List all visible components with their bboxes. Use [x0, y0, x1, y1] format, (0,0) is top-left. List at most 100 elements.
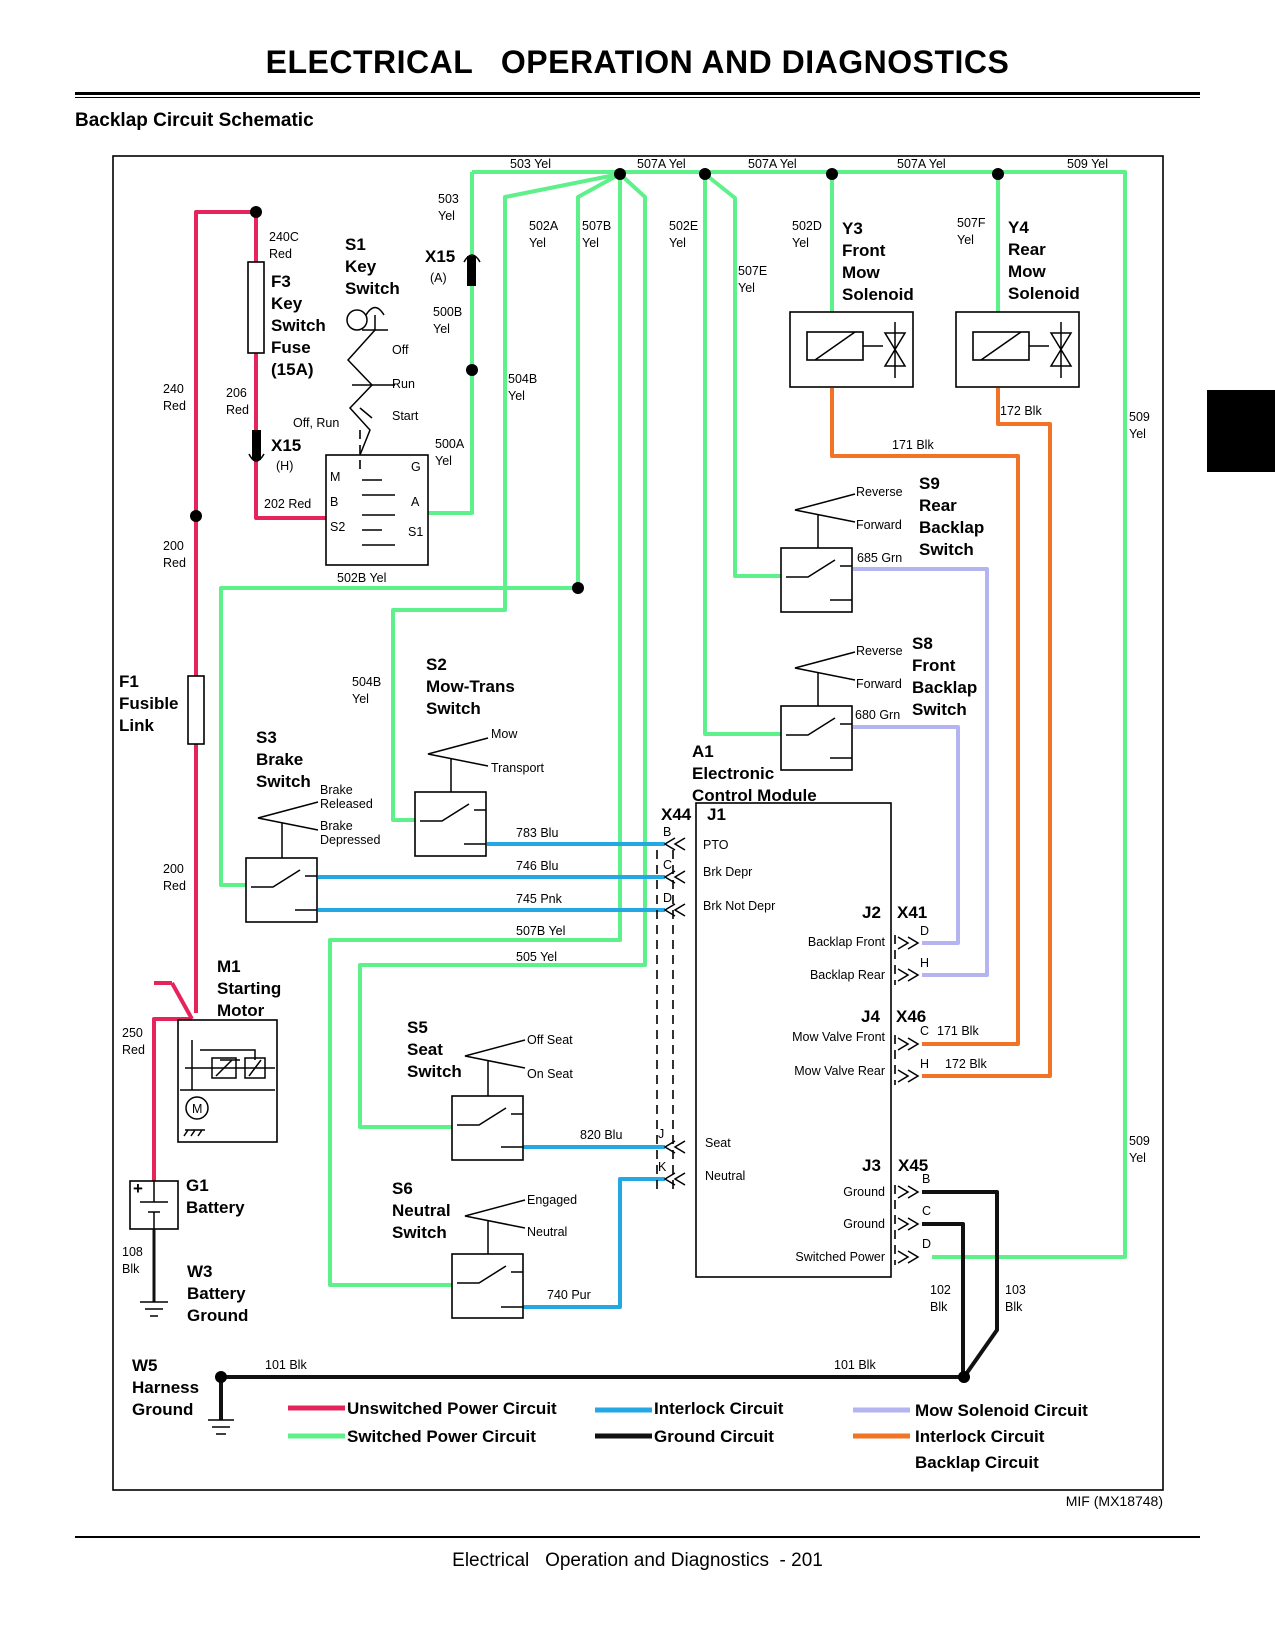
j2-id: J2: [862, 903, 881, 922]
wire-label: 504B: [508, 372, 537, 386]
wire-label: 101 Blk: [834, 1358, 876, 1372]
header-rule: [75, 92, 1200, 95]
wire-172: [922, 388, 1052, 1078]
j1-id: J1: [707, 805, 726, 824]
s8-id: S8: [912, 634, 933, 653]
s1-position: Off: [392, 343, 409, 357]
f3-id: F3: [271, 272, 291, 291]
component-labels: S1 Key Switch Off Run Start Off, Run G M…: [119, 218, 1080, 1419]
f3-label: Fuse: [271, 338, 311, 357]
j2-pin: H: [920, 956, 929, 970]
wire-label: 507B: [582, 219, 611, 233]
s6-label: Neutral: [392, 1201, 451, 1220]
wire-label: Yel: [792, 236, 809, 250]
wire-label: 745 Pnk: [516, 892, 563, 906]
splice-dot: [190, 510, 202, 522]
wire-502e: [703, 174, 786, 736]
s6-position: Engaged: [527, 1193, 577, 1207]
w5-label: Harness: [132, 1378, 199, 1397]
s1-position: Run: [392, 377, 415, 391]
s3-position: Brake: [320, 783, 353, 797]
g1-plus: +: [133, 1179, 143, 1198]
wire-label: Yel: [957, 233, 974, 247]
wire-label: 507A Yel: [637, 157, 686, 171]
s2-position: Mow: [491, 727, 518, 741]
s1-pin: M: [330, 470, 340, 484]
x15a-sub: (A): [430, 271, 447, 285]
wire-507e: [703, 172, 786, 578]
s2-id: S2: [426, 655, 447, 674]
s8-position: Forward: [856, 677, 902, 691]
a1-label: Electronic: [692, 764, 774, 783]
s1-position: Off, Run: [293, 416, 339, 430]
s9-label: Switch: [919, 540, 974, 559]
wire-label: 507A Yel: [897, 157, 946, 171]
j3-pin: C: [922, 1204, 931, 1218]
wire-label: Yel: [738, 281, 755, 295]
j3-signal: Ground: [843, 1217, 885, 1231]
wire-label: Red: [269, 247, 292, 261]
wires: [152, 170, 1127, 1420]
w3-label: Battery: [187, 1284, 246, 1303]
wire-label: 240C: [269, 230, 299, 244]
s8-label: Backlap: [912, 678, 977, 697]
y3-front-mow-solenoid-symbol: [789, 311, 914, 388]
figure-id: MIF (MX18748): [1066, 1493, 1163, 1509]
wire-240: [194, 210, 256, 1013]
wire-label: 200: [163, 862, 184, 876]
wire-label: 502A: [529, 219, 559, 233]
j4-signal: Mow Valve Front: [792, 1030, 885, 1044]
f1-fusible-link-symbol: [187, 675, 205, 745]
wire-label: Yel: [433, 322, 450, 336]
wire-label: 172 Blk: [1000, 404, 1042, 418]
wire-102: [922, 1222, 965, 1377]
wire-685: [853, 567, 989, 977]
wire-label: 509: [1129, 1134, 1150, 1148]
s1-label: Key: [345, 257, 377, 276]
x15h-connector-cap: [248, 453, 265, 462]
s5-label: Seat: [407, 1040, 443, 1059]
y4-label: Solenoid: [1008, 284, 1080, 303]
wire-label: 740 Pur: [547, 1288, 591, 1302]
y3-label: Front: [842, 241, 886, 260]
x15h-connector-symbol: [252, 430, 261, 460]
f3-label: Key: [271, 294, 303, 313]
wire-label: Blk: [1005, 1300, 1023, 1314]
s9-position: Forward: [856, 518, 902, 532]
splice-dot: [466, 364, 478, 376]
splice-dot: [215, 1371, 227, 1383]
j3-id: J3: [862, 1156, 881, 1175]
g1-id: G1: [186, 1176, 209, 1195]
j2-signal: Backlap Front: [808, 935, 886, 949]
s3-label: Brake: [256, 750, 303, 769]
legend-ground: Ground Circuit: [654, 1427, 774, 1446]
s8-label: Front: [912, 656, 956, 675]
section-tab-marker: [1207, 390, 1275, 472]
w3-label: Ground: [187, 1306, 248, 1325]
splices: [190, 168, 1004, 1383]
footer-rule: [75, 1536, 1200, 1538]
x45-connector-id: X45: [898, 1156, 928, 1175]
wire-label: Yel: [352, 692, 369, 706]
s1-position: Start: [392, 409, 419, 423]
splice-dot: [572, 582, 584, 594]
j4-id: J4: [861, 1007, 880, 1026]
g1-label: Battery: [186, 1198, 245, 1217]
s1-pin: S2: [330, 520, 345, 534]
x15a-connector-cap: [463, 254, 481, 263]
wire-label: 503: [438, 192, 459, 206]
j1-signal: Seat: [705, 1136, 731, 1150]
m1-motor-letter: M: [192, 1102, 202, 1116]
wire-label: 240: [163, 382, 184, 396]
wire-label: 502E: [669, 219, 698, 233]
y4-rear-mow-solenoid-symbol: [955, 311, 1080, 388]
wire-label: 171 Blk: [892, 438, 934, 452]
legend-backlap-line1: Interlock Circuit: [915, 1427, 1045, 1446]
s3-label: Switch: [256, 772, 311, 791]
y4-label: Rear: [1008, 240, 1046, 259]
wire-label: 200: [163, 539, 184, 553]
legend-unswitched: Unswitched Power Circuit: [347, 1399, 557, 1418]
a1-id: A1: [692, 742, 714, 761]
j1-pin: B: [663, 825, 671, 839]
wire-label: Yel: [529, 236, 546, 250]
